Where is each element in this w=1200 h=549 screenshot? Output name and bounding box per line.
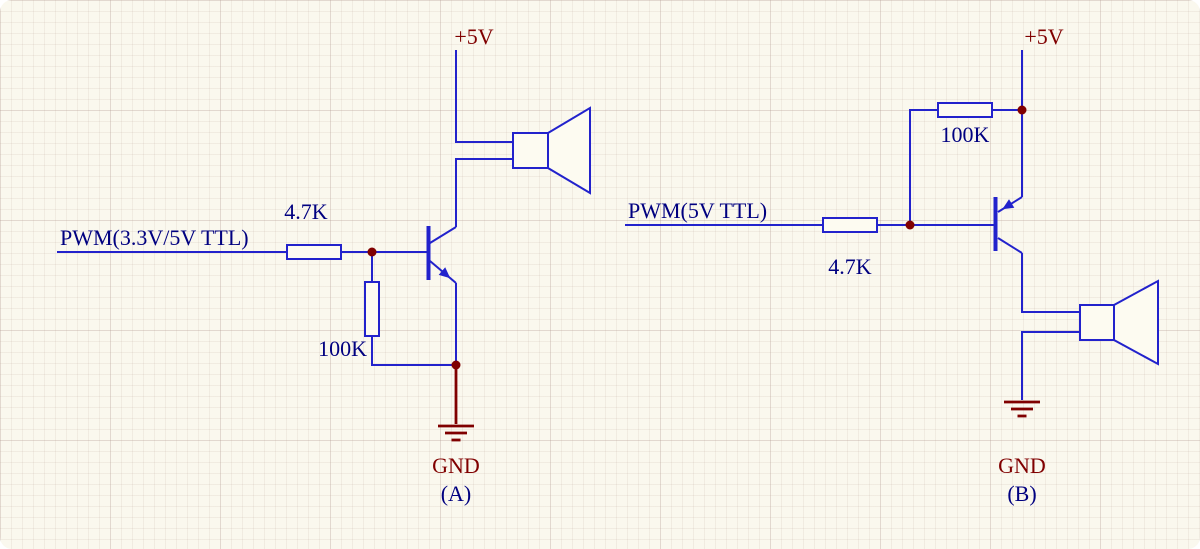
speaker-body [1079,304,1115,341]
resistor-value: 4.7K [284,199,328,224]
resistor-body [364,281,380,337]
resistor-bias-a: 100K [318,281,380,361]
transistor-collector [429,226,457,244]
wire-bias-bottom-a [371,336,456,366]
resistor-body [286,244,342,260]
junction-dot [367,247,377,257]
circuit-a: +5V PWM(3.3V/5V TTL) 4.7K [57,24,591,506]
supply-label-a: +5V [454,24,493,49]
npn-transistor-icon [426,226,457,284]
resistor-value: 100K [941,122,990,147]
resistor-body [822,217,878,233]
input-net-label-b: PWM(5V TTL) [628,198,767,223]
ground-label-b: GND [998,453,1046,478]
ground-label-a: GND [432,453,480,478]
circuit-b: PWM(5V TTL) 4.7K 100K +5V [625,24,1159,506]
speaker-icon [512,106,591,195]
junction-dot [905,220,915,230]
wire-pullup-left-b [909,109,938,225]
circuit-caption-a: (A) [441,481,472,506]
resistor-series-a: 4.7K [284,199,342,260]
speaker-icon [1079,279,1159,366]
pnp-transistor-icon [993,196,1023,254]
resistor-pullup-b: 100K [937,102,993,147]
ground-symbol [1004,400,1040,418]
transistor-collector [997,237,1023,254]
speaker-horn [547,106,591,195]
speaker-horn [1113,279,1159,366]
speaker-body [512,132,549,169]
resistor-series-b: 4.7K [822,217,878,279]
wire-speaker-to-ground-b [1021,331,1080,400]
resistor-value: 100K [318,336,367,361]
supply-label-b: +5V [1024,24,1063,49]
ground-symbol [438,365,474,442]
wire-supply-to-speaker-a [455,50,513,143]
resistor-value: 4.7K [828,254,872,279]
resistor-body [937,102,993,118]
junction-dot [1017,105,1027,115]
emitter-arrow [1002,199,1015,210]
input-net-label-a: PWM(3.3V/5V TTL) [60,225,249,250]
emitter-arrow [438,267,451,279]
wire-collector-to-speaker-b [1021,253,1080,313]
wire-speaker-to-collector-a [455,158,513,227]
circuit-caption-b: (B) [1007,481,1036,506]
